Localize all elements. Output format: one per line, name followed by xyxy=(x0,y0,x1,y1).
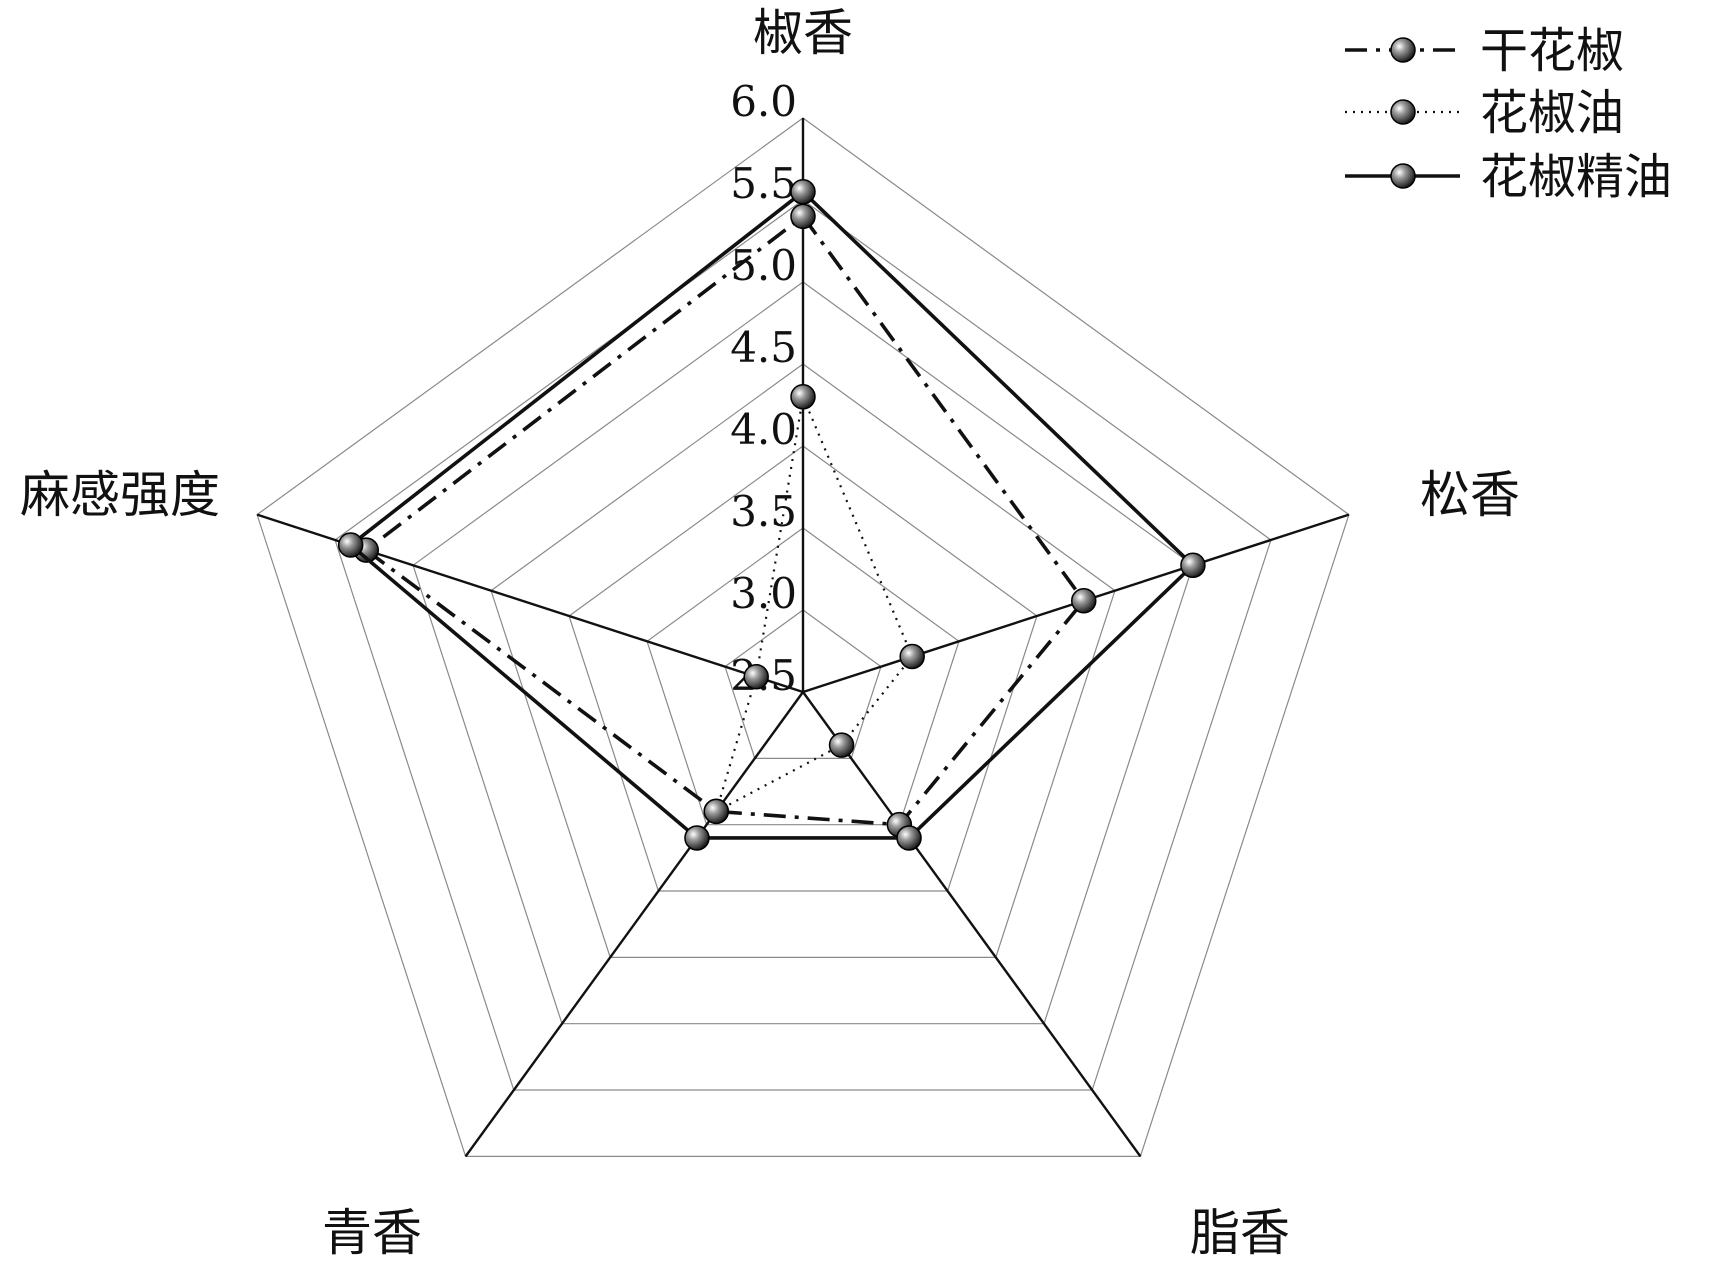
series-2-point-0 xyxy=(790,179,816,205)
series-2-point-3 xyxy=(684,825,710,851)
series-1-point-3 xyxy=(703,798,729,825)
radar-grid xyxy=(256,117,1350,1157)
series-1-point-4 xyxy=(743,664,769,690)
radial-tick-labels: 2.53.03.54.04.55.05.56.0 xyxy=(730,77,797,700)
series-1 xyxy=(703,384,925,825)
axis-spoke-2 xyxy=(802,691,1142,1158)
series-0 xyxy=(353,203,1097,838)
legend-marker-1 xyxy=(1390,99,1416,125)
axis-label-3: 青香 xyxy=(322,1204,422,1262)
grid-ring-3 xyxy=(568,445,1038,892)
legend-marker-2 xyxy=(1390,163,1416,189)
axis-spoke-3 xyxy=(464,691,804,1158)
legend-marker-0 xyxy=(1390,37,1416,63)
series-2 xyxy=(337,179,1206,851)
axis-label-2: 脂香 xyxy=(1190,1204,1290,1262)
tick-label-2: 3.5 xyxy=(730,487,797,536)
grid-ring-2 xyxy=(646,527,960,826)
radar-spokes xyxy=(256,118,1350,1158)
axis-label-1: 松香 xyxy=(1420,466,1520,524)
data-series xyxy=(337,179,1206,851)
tick-label-3: 4.0 xyxy=(730,405,797,454)
series-2-point-2 xyxy=(896,825,922,851)
tick-label-4: 4.5 xyxy=(730,323,797,372)
series-1-point-1 xyxy=(899,643,925,670)
legend-label-1: 花椒油 xyxy=(1480,85,1624,141)
axis-label-4: 麻感强度 xyxy=(20,466,220,524)
grid-ring-7 xyxy=(256,117,1350,1157)
series-2-point-1 xyxy=(1180,552,1206,579)
series-1-point-2 xyxy=(828,732,855,758)
series-2-point-4 xyxy=(337,532,364,558)
legend-label-0: 干花椒 xyxy=(1480,23,1624,79)
series-0-point-0 xyxy=(790,203,816,230)
series-1-point-0 xyxy=(790,384,816,410)
series-0-line xyxy=(363,213,1087,827)
series-0-point-1 xyxy=(1071,588,1097,614)
grid-ring-1 xyxy=(724,609,882,759)
grid-ring-4 xyxy=(490,363,1116,958)
axis-label-0: 椒香 xyxy=(753,4,853,62)
series-2-line xyxy=(347,189,1196,840)
tick-label-6: 5.5 xyxy=(730,159,797,208)
grid-ring-5 xyxy=(412,281,1194,1025)
series-1-line xyxy=(714,392,914,814)
legend-label-2: 花椒精油 xyxy=(1480,149,1672,205)
tick-label-1: 3.0 xyxy=(730,569,797,618)
tick-label-7: 6.0 xyxy=(730,77,797,126)
grid-ring-6 xyxy=(334,199,1272,1091)
